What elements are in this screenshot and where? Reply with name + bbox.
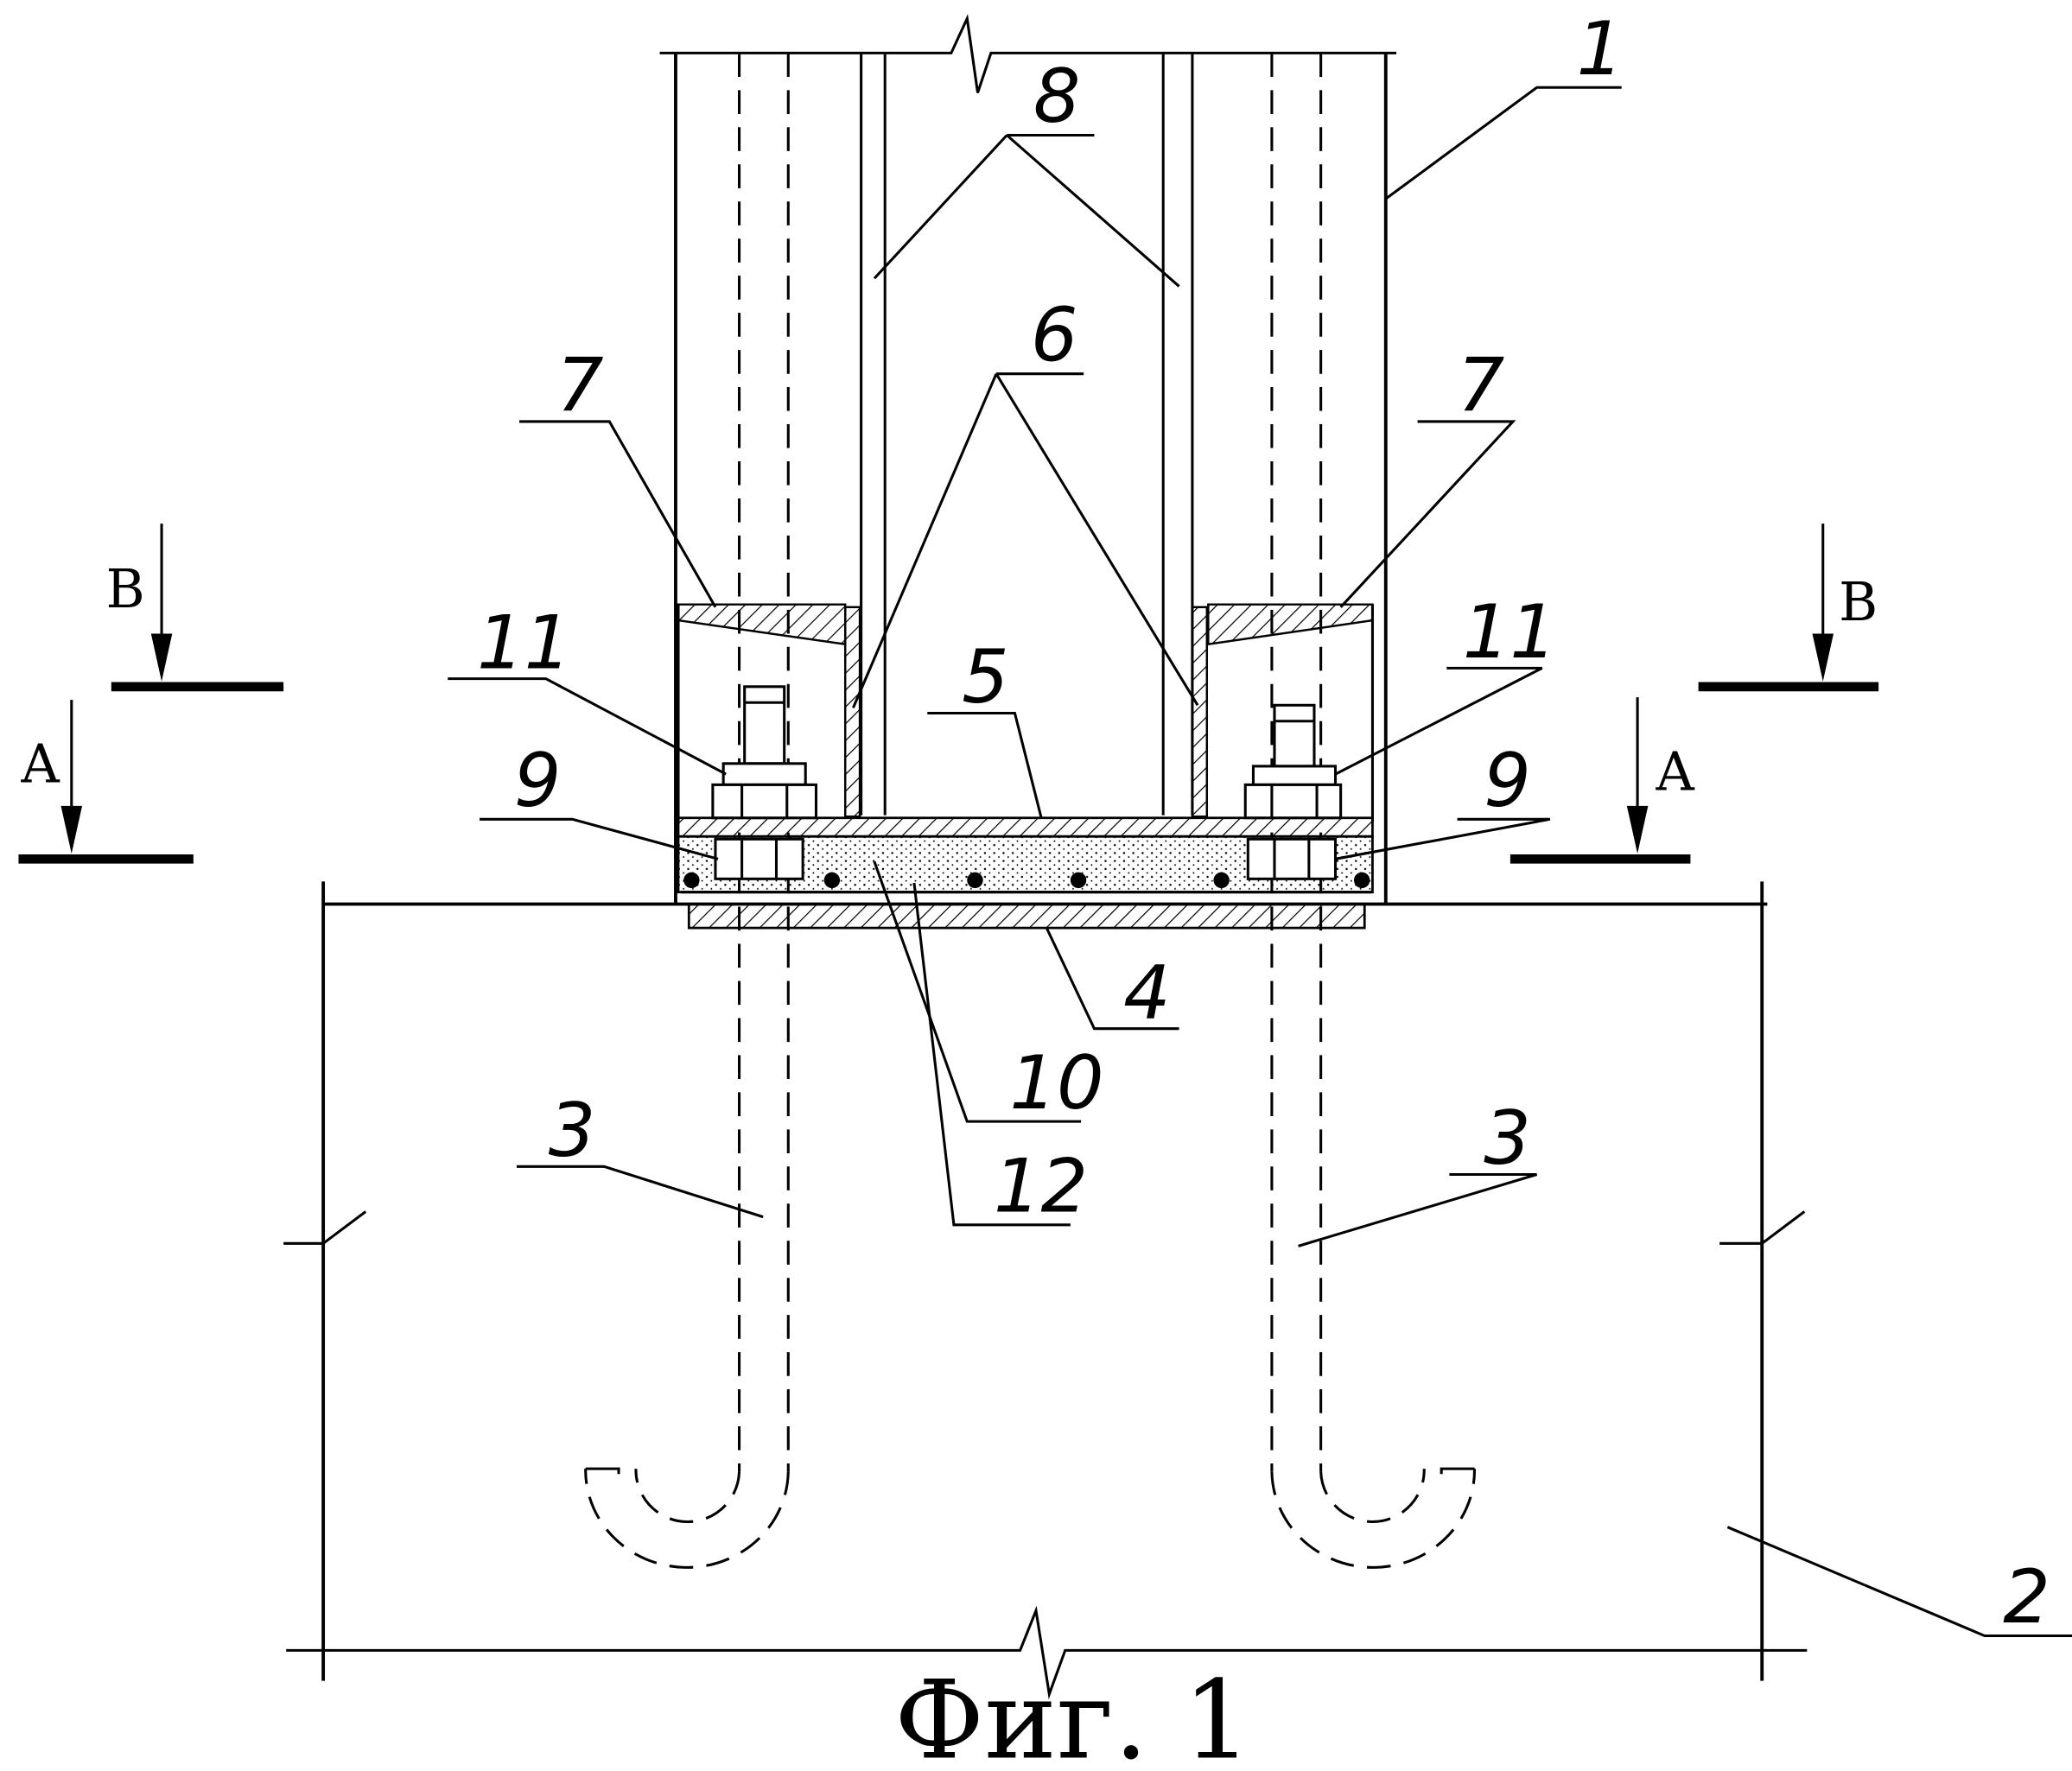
section-mark-b-left: B bbox=[106, 524, 284, 692]
callout-12: 12 bbox=[994, 1143, 1088, 1229]
stiffeners bbox=[843, 606, 1209, 818]
leader-lines bbox=[448, 86, 2072, 1638]
callout-7: 7 bbox=[556, 343, 604, 429]
bolt-nuts bbox=[711, 685, 1343, 880]
section-mark-b-right: B bbox=[1698, 524, 1879, 692]
section-mark-a-right: A bbox=[1510, 697, 1695, 864]
callout-1: 1 bbox=[1577, 6, 1624, 92]
callout-9: 9 bbox=[514, 738, 562, 824]
column bbox=[659, 14, 1397, 905]
callout-labels: 1 2 3 3 4 5 6 7 7 8 9 9 10 11 11 12 bbox=[477, 6, 2050, 1641]
callout-6: 6 bbox=[1031, 292, 1078, 378]
callout-2: 2 bbox=[2003, 1554, 2050, 1641]
callout-7: 7 bbox=[1458, 343, 1505, 429]
callout-11: 11 bbox=[477, 600, 571, 686]
callout-5: 5 bbox=[962, 634, 1009, 720]
callout-10: 10 bbox=[1009, 1040, 1103, 1127]
section-mark-a-left: A bbox=[18, 700, 194, 864]
section-label-b: B bbox=[1839, 572, 1878, 633]
inner-channels bbox=[860, 53, 1194, 816]
figure-caption: Фиг. 1 bbox=[894, 1657, 1252, 1771]
callout-8: 8 bbox=[1033, 54, 1081, 140]
base-plate bbox=[677, 816, 1374, 838]
callout-4: 4 bbox=[1123, 949, 1171, 1036]
callout-9: 9 bbox=[1484, 738, 1531, 824]
anchor-bolts bbox=[584, 53, 1477, 1569]
foundation bbox=[283, 881, 1808, 1700]
section-label-a: A bbox=[1656, 741, 1695, 803]
callout-3: 3 bbox=[1484, 1095, 1531, 1182]
callout-11: 11 bbox=[1463, 589, 1557, 676]
embedded-plate bbox=[687, 903, 1366, 930]
section-label-b: B bbox=[106, 559, 145, 620]
section-label-a: A bbox=[21, 733, 60, 795]
rebar-dots bbox=[681, 872, 1373, 894]
wedges bbox=[677, 603, 1374, 822]
callout-3: 3 bbox=[549, 1088, 596, 1174]
